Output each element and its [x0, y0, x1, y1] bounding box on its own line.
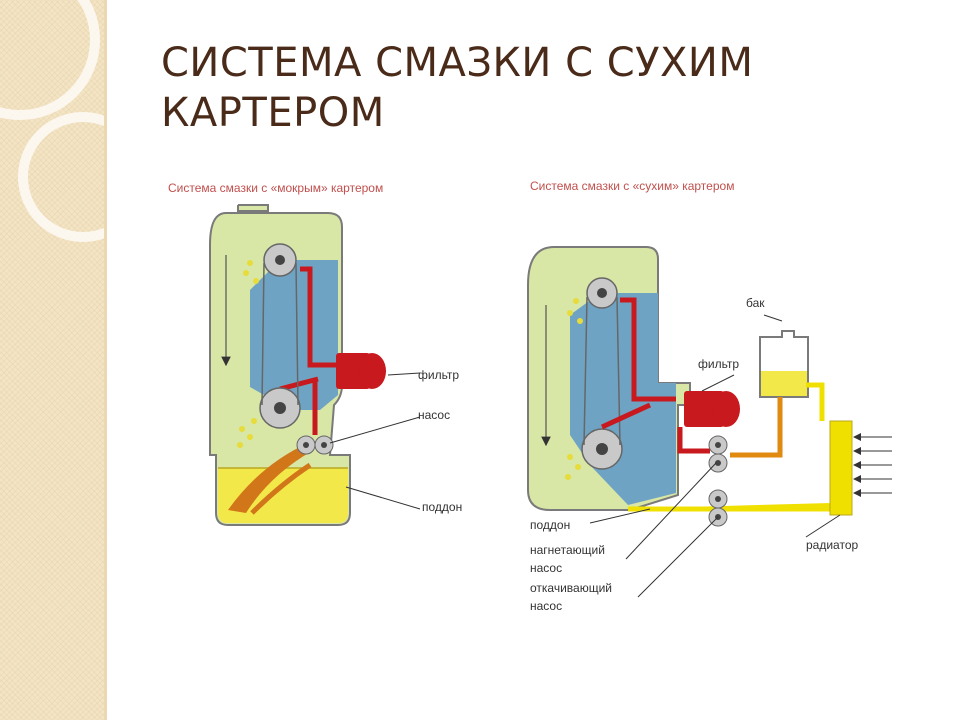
decorative-side-band: [0, 0, 107, 720]
dry-sump-caption: Система смазки с «сухим» картером: [530, 179, 734, 193]
dry-label-pressure-pump-line2: насос: [530, 561, 562, 575]
wet-label-sump: поддон: [422, 500, 462, 514]
wet-sump-caption: Система смазки с «мокрым» картером: [168, 181, 383, 195]
page-title: СИСТЕМА СМАЗКИ С СУХИМ КАРТЕРОМ: [161, 40, 754, 136]
lubrication-diagram-svg: Система смазки с «мокрым» картером: [168, 179, 892, 613]
decorative-ring: [18, 112, 104, 242]
wet-sump-diagram: Система смазки с «мокрым» картером: [168, 181, 462, 526]
dry-oil-drops: [565, 298, 583, 480]
dry-pressure-line: [600, 297, 710, 454]
dry-label-tank: бак: [746, 296, 765, 310]
wet-oil-drops: [237, 260, 259, 448]
dry-label-radiator: радиатор: [806, 538, 858, 552]
dry-return-to-tank: [730, 397, 783, 458]
wet-suction-flow: [228, 443, 312, 513]
dry-label-sump: поддон: [530, 518, 570, 532]
dry-label-scavenge-pump-line1: откачивающий: [530, 581, 612, 595]
lubrication-diagram: Система смазки с «мокрым» картером: [150, 165, 930, 635]
radiator-airflow-arrows: [853, 433, 892, 497]
dry-radiator: [829, 420, 853, 516]
decorative-ring: [0, 0, 100, 120]
dry-sump-diagram: Система смазки с «сухим» картером: [527, 179, 892, 613]
wet-label-pump: насос: [418, 408, 450, 422]
dry-label-filter: фильтр: [698, 357, 739, 371]
wet-oil-pool: [218, 468, 348, 523]
dry-label-scavenge-pump-line2: насос: [530, 599, 562, 613]
dry-label-pressure-pump-line1: нагнетающий: [530, 543, 605, 557]
wet-crank-chamber: [250, 260, 338, 410]
wet-label-filter: фильтр: [418, 368, 459, 382]
